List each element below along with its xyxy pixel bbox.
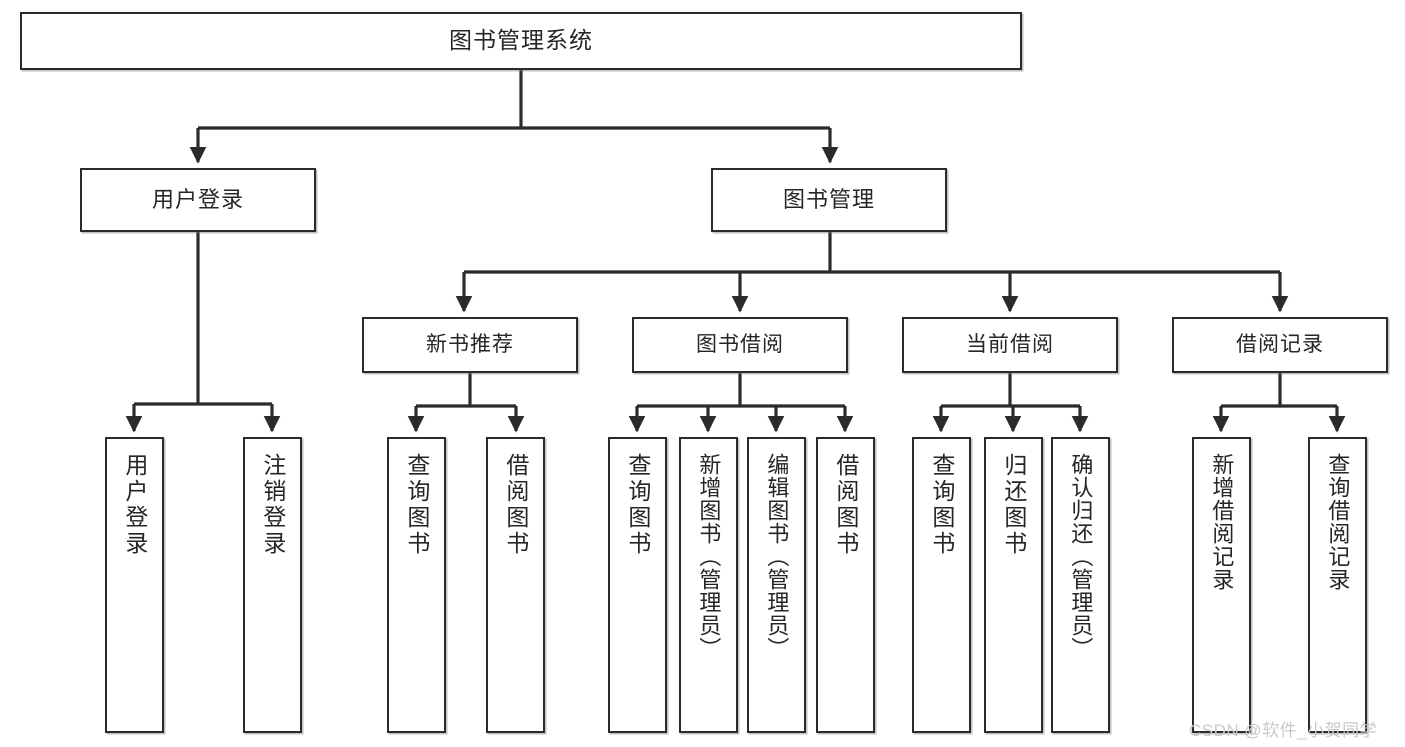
node-leaf-return-book-label: 归还图书	[1000, 453, 1027, 557]
node-borrow-record-label: 借阅记录	[1236, 332, 1324, 356]
node-leaf-user-logout[interactable]: 注销登录	[243, 437, 302, 733]
node-borrow-record[interactable]: 借阅记录	[1172, 317, 1388, 373]
node-root-label: 图书管理系统	[449, 27, 593, 54]
node-root[interactable]: 图书管理系统	[20, 12, 1022, 70]
node-current-borrow[interactable]: 当前借阅	[902, 317, 1118, 373]
node-leaf-user-login-label: 用户登录	[121, 453, 148, 557]
node-leaf-query-record-label: 查询借阅记录	[1325, 453, 1351, 591]
node-leaf-query-book-1[interactable]: 查询图书	[387, 437, 446, 733]
node-leaf-add-book-label: 新增图书（管理员）	[696, 453, 722, 660]
node-user-login[interactable]: 用户登录	[80, 168, 316, 232]
node-book-borrow[interactable]: 图书借阅	[632, 317, 848, 373]
node-user-login-label: 用户登录	[151, 187, 244, 213]
node-leaf-query-record[interactable]: 查询借阅记录	[1308, 437, 1367, 733]
node-leaf-query-book-3-label: 查询图书	[928, 453, 955, 557]
watermark-text: CSDN @软件_小贺同学	[1189, 721, 1378, 740]
node-leaf-borrow-book-2-label: 借阅图书	[832, 453, 859, 557]
node-leaf-add-book[interactable]: 新增图书（管理员）	[679, 437, 738, 733]
node-leaf-return-book[interactable]: 归还图书	[984, 437, 1043, 733]
node-leaf-borrow-book-1[interactable]: 借阅图书	[486, 437, 545, 733]
node-book-management-label: 图书管理	[782, 187, 875, 213]
node-leaf-query-book-3[interactable]: 查询图书	[912, 437, 971, 733]
node-book-borrow-label: 图书借阅	[696, 332, 784, 356]
node-leaf-query-book-1-label: 查询图书	[403, 453, 430, 557]
node-leaf-edit-book-label: 编辑图书（管理员）	[764, 453, 790, 660]
node-leaf-query-book-2-label: 查询图书	[624, 453, 651, 557]
node-leaf-add-record-label: 新增借阅记录	[1209, 453, 1235, 591]
node-leaf-borrow-book-1-label: 借阅图书	[502, 453, 529, 557]
node-leaf-confirm-return[interactable]: 确认归还（管理员）	[1051, 437, 1110, 733]
node-book-management[interactable]: 图书管理	[711, 168, 947, 232]
node-new-book-recommend[interactable]: 新书推荐	[362, 317, 578, 373]
node-leaf-user-login[interactable]: 用户登录	[105, 437, 164, 733]
node-leaf-confirm-return-label: 确认归还（管理员）	[1068, 453, 1094, 660]
node-current-borrow-label: 当前借阅	[966, 332, 1054, 356]
node-new-book-recommend-label: 新书推荐	[426, 332, 514, 356]
node-leaf-borrow-book-2[interactable]: 借阅图书	[816, 437, 875, 733]
node-leaf-user-logout-label: 注销登录	[259, 453, 286, 557]
node-leaf-edit-book[interactable]: 编辑图书（管理员）	[747, 437, 806, 733]
node-leaf-query-book-2[interactable]: 查询图书	[608, 437, 667, 733]
node-leaf-add-record[interactable]: 新增借阅记录	[1192, 437, 1251, 733]
